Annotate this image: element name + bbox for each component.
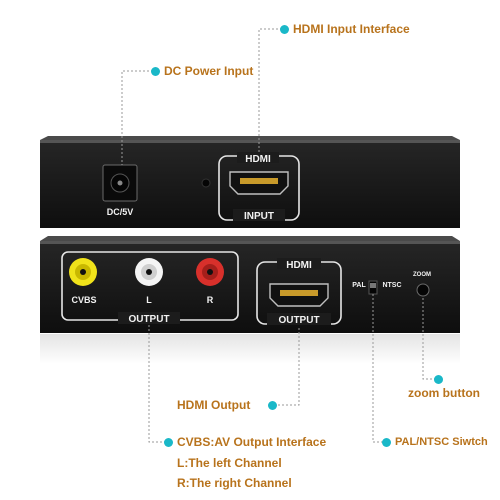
hdmi-input-callout: HDMI Input Interface xyxy=(293,22,410,36)
dc-power-dot xyxy=(151,67,160,76)
cvbs-dot xyxy=(164,438,173,447)
pal-ntsc-dot xyxy=(382,438,391,447)
zoom-button-callout: zoom button xyxy=(408,386,480,400)
left-channel-callout: L:The left Channel xyxy=(177,456,282,470)
zoom-button-dot xyxy=(434,375,443,384)
cvbs-label: CVBS xyxy=(71,295,96,305)
dc-power-jack xyxy=(102,164,138,202)
hdmi-top-label: HDMI xyxy=(245,154,271,165)
cvbs-callout: CVBS:AV Output Interface xyxy=(177,435,327,449)
pal-ntsc-switch[interactable] xyxy=(368,280,378,295)
output-unit xyxy=(40,236,460,333)
ntsc-label: NTSC xyxy=(382,282,401,289)
hdmi-input-dot xyxy=(280,25,289,34)
hdmi-output-label: OUTPUT xyxy=(278,315,319,326)
hdmi-output-callout: HDMI Output xyxy=(177,398,251,412)
hdmi-output-dot xyxy=(268,401,277,410)
av-output-label: OUTPUT xyxy=(128,314,169,325)
dc-label: DC/5V xyxy=(107,207,134,217)
zoom-label: ZOOM xyxy=(413,272,431,278)
right-channel-callout: R:The right Channel xyxy=(177,476,292,490)
hdmi-output-port xyxy=(256,258,342,325)
indicator-led xyxy=(201,178,211,188)
input-label: INPUT xyxy=(244,211,274,222)
l-label: L xyxy=(146,295,152,305)
r-label: R xyxy=(207,295,214,305)
pal-ntsc-callout: PAL/NTSC Siwtch xyxy=(395,436,488,448)
pal-label: PAL xyxy=(352,282,366,289)
hdmi-input-port xyxy=(218,152,300,221)
hdmi-bottom-label: HDMI xyxy=(286,260,312,271)
av-output-port xyxy=(61,251,239,324)
callout-lines xyxy=(121,28,436,443)
dc-power-callout: DC Power Input xyxy=(164,64,254,78)
zoom-button[interactable] xyxy=(416,283,430,297)
